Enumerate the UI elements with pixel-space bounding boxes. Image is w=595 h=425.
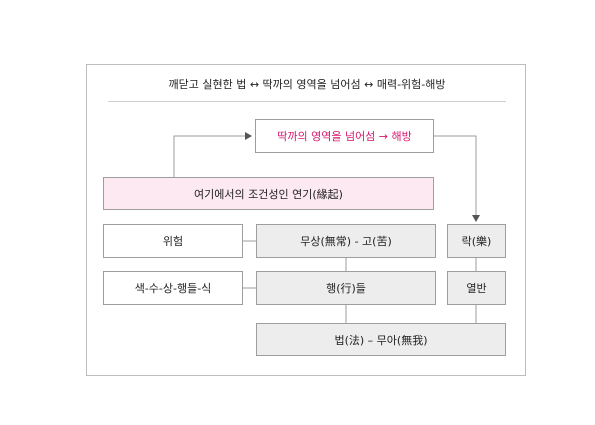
diagram-title: 깨닫고 실현한 법 ↔ 딱까의 영역을 넘어섬 ↔ 매력-위험-해방 <box>168 78 446 91</box>
happiness-box: 락(樂) <box>447 224 506 258</box>
title-divider <box>108 101 506 102</box>
danger-box: 위험 <box>103 224 243 258</box>
impermanence-suffering-box: 무상(無常) - 고(苦) <box>256 224 436 258</box>
dharma-nonself-box: 법(法) – 무아(無我) <box>256 323 506 356</box>
transcend-box: 딱까의 영역을 넘어섬 → 해방 <box>255 119 434 153</box>
nirvana-box: 열반 <box>447 271 506 305</box>
formations-box: 행(行)들 <box>256 271 436 305</box>
dependent-origination-box: 여기에서의 조건성인 연기(緣起) <box>103 177 434 210</box>
aggregates-box: 색-수-상-행들-식 <box>103 271 243 305</box>
